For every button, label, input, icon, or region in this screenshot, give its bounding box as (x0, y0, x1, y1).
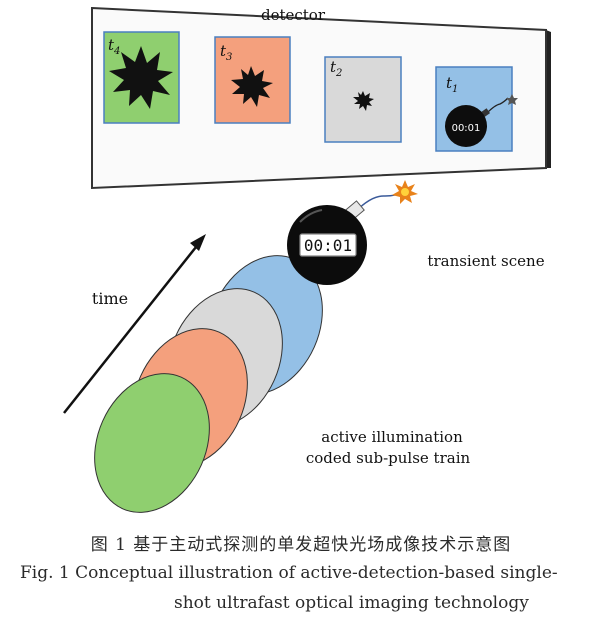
diagram-canvas: detector t4 t3 t2 00:01 t1 time (63, 6, 551, 513)
frame-t1: 00:01 t1 (435, 66, 518, 152)
bomb-small-timer: 00:01 (452, 123, 481, 134)
spark-icon (392, 180, 418, 204)
caption-english-line1: Fig. 1 Conceptual illustration of active… (20, 563, 558, 583)
detector-panel (91, 6, 551, 190)
caption-english-line2: shot ultrafast optical imaging technolog… (174, 593, 529, 613)
pulse-train (94, 255, 323, 513)
pulse-4-green (94, 373, 210, 513)
frame-t1-label: t1 (446, 74, 458, 95)
bomb-small-icon: 00:01 (445, 94, 518, 147)
illumination-label-2: coded sub-pulse train (306, 449, 471, 467)
frame-t4-label: t4 (108, 36, 120, 57)
time-arrow (63, 234, 206, 414)
bomb-large-timer: 00:01 (304, 236, 352, 255)
transient-scene-label: transient scene (427, 252, 544, 270)
time-label: time (92, 289, 128, 308)
illumination-label-1: active illumination (321, 428, 463, 446)
frame-t2-label: t2 (330, 58, 342, 79)
explosion-large-icon (109, 46, 173, 109)
bomb-timer-display (299, 233, 357, 257)
frame-t2: t2 (324, 56, 402, 143)
frame-t4: t4 (103, 31, 180, 124)
detector-label: detector (261, 6, 326, 24)
explosion-medium-icon (231, 66, 273, 107)
explosion-small-icon (353, 91, 374, 111)
frame-t3-label: t3 (220, 42, 232, 63)
bomb-large-icon: 00:01 (287, 180, 418, 285)
frame-t3: t3 (214, 36, 291, 124)
caption-chinese: 图 1 基于主动式探测的单发超快光场成像技术示意图 (90, 535, 512, 555)
